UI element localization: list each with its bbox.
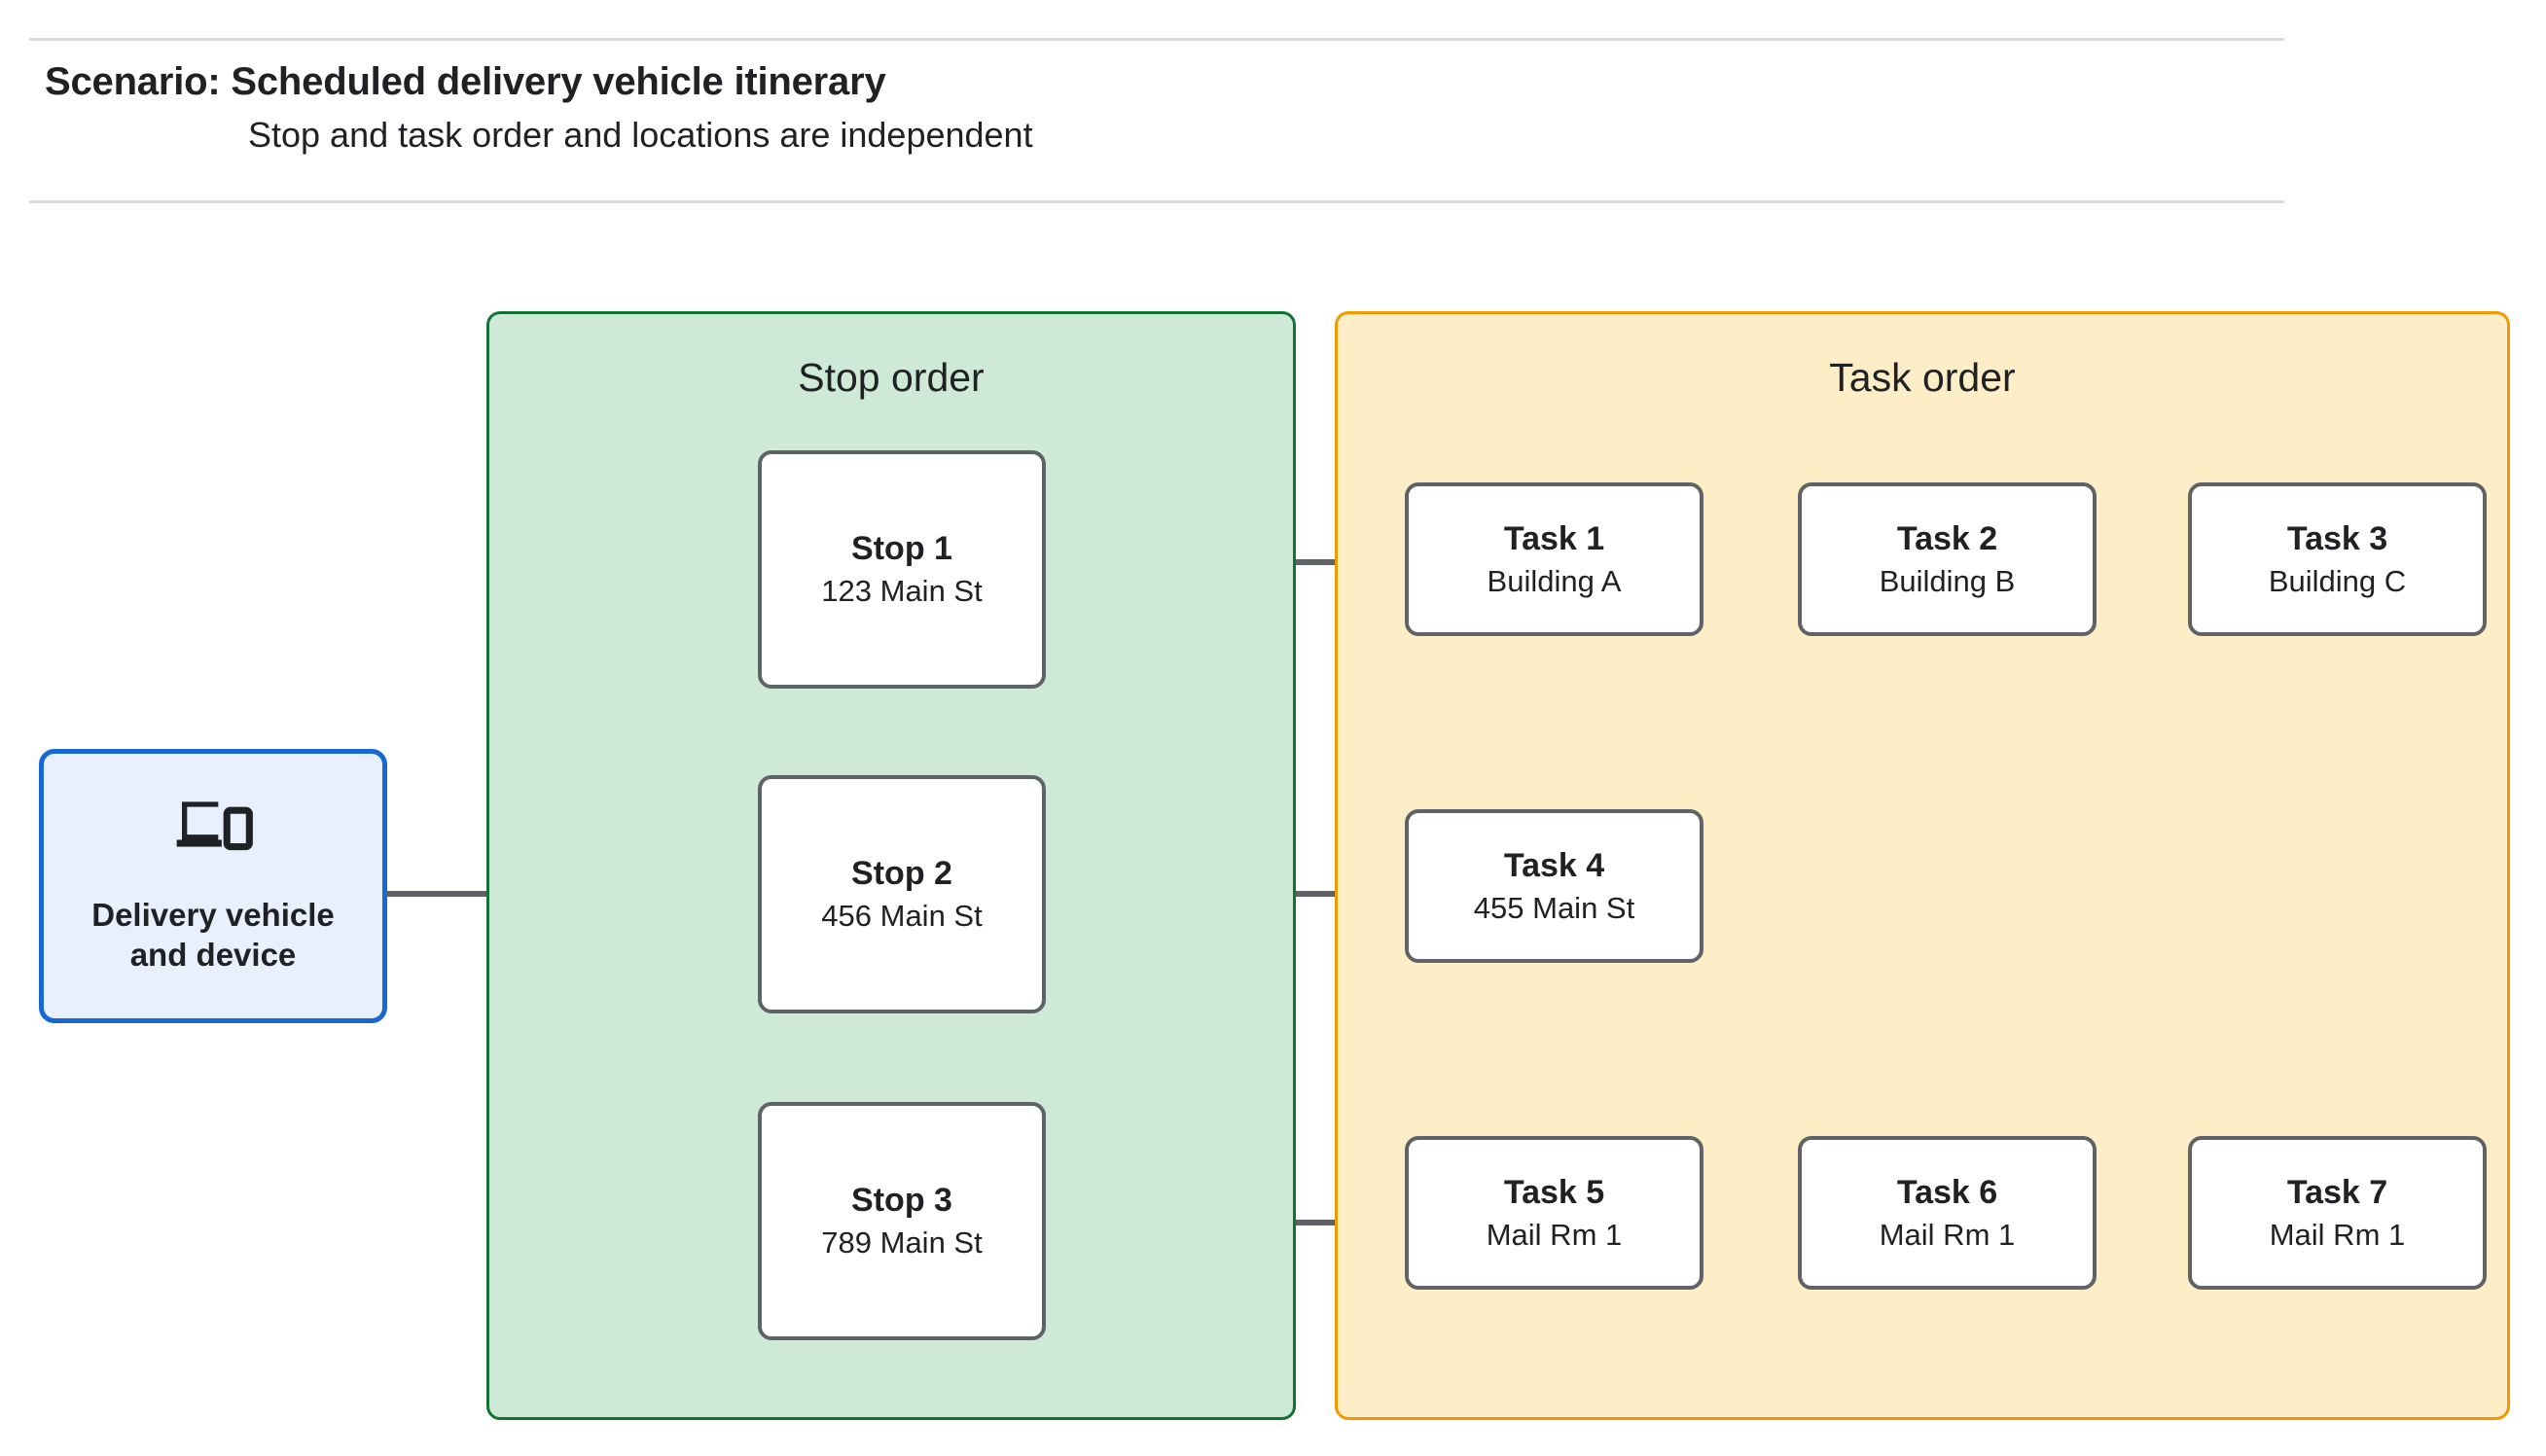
task-node-2[interactable]: Task 2 Building B [1798,482,2097,636]
stop-address: 789 Main St [821,1225,983,1261]
task-node-3[interactable]: Task 3 Building C [2188,482,2487,636]
task-location: Building C [2268,563,2407,598]
stop-node-1[interactable]: Stop 1 123 Main St [758,450,1046,689]
task-node-7[interactable]: Task 7 Mail Rm 1 [2188,1136,2487,1290]
stop-title: Stop 2 [851,855,952,893]
task-location: Mail Rm 1 [1486,1217,1623,1252]
header-divider-bottom [29,200,2284,203]
task-title: Task 6 [1896,1173,1998,1211]
stop-address: 123 Main St [821,574,983,609]
task-location: Mail Rm 1 [2269,1217,2406,1252]
task-location: Building A [1487,563,1622,598]
header-divider-top [29,38,2284,41]
page-title: Scenario: Scheduled delivery vehicle iti… [45,60,886,103]
task-node-6[interactable]: Task 6 Mail Rm 1 [1798,1136,2097,1290]
stop-node-3[interactable]: Stop 3 789 Main St [758,1102,1046,1340]
task-title: Task 7 [2286,1173,2388,1211]
task-location: 455 Main St [1473,890,1635,925]
task-node-5[interactable]: Task 5 Mail Rm 1 [1405,1136,1703,1290]
task-title: Task 5 [1503,1173,1605,1211]
page-subtitle: Stop and task order and locations are in… [248,115,1033,155]
stop-title: Stop 3 [851,1182,952,1220]
stop-address: 456 Main St [821,899,983,934]
delivery-vehicle-node[interactable]: Delivery vehicle and device [39,749,387,1023]
task-title: Task 3 [2286,519,2388,557]
task-node-1[interactable]: Task 1 Building A [1405,482,1703,636]
delivery-vehicle-label: Delivery vehicle and device [91,897,335,973]
task-title: Task 4 [1503,846,1605,884]
panel-stop-order-title: Stop order [798,355,985,400]
task-node-4[interactable]: Task 4 455 Main St [1405,809,1703,963]
panel-task-order-title: Task order [1829,355,2016,400]
task-location: Building B [1879,563,2016,598]
stop-title: Stop 1 [851,530,952,568]
devices-icon [176,801,253,851]
task-location: Mail Rm 1 [1879,1217,2016,1252]
task-title: Task 1 [1503,519,1605,557]
stop-node-2[interactable]: Stop 2 456 Main St [758,775,1046,1013]
task-title: Task 2 [1896,519,1998,557]
